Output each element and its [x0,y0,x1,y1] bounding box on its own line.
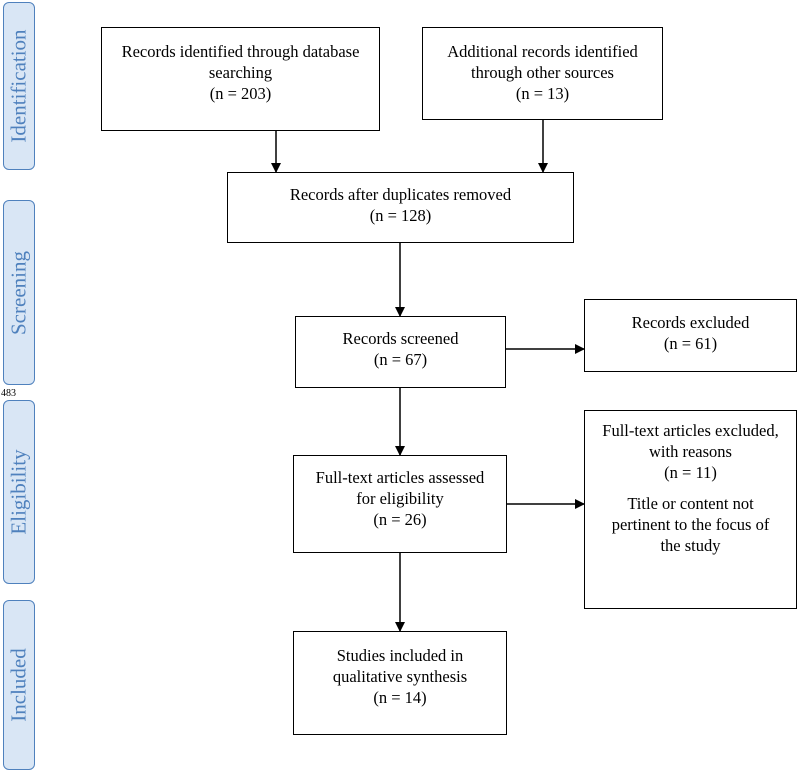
box-line: (n = 61) [663,333,718,353]
box-line: with reasons [649,441,732,461]
box-line: (n = 13) [515,83,570,103]
box-line: Full-text articles assessed [315,468,485,487]
box-line: (n = 67) [373,349,428,369]
box-line: (n = 26) [373,509,427,529]
box-records-excluded: Records excluded (n = 61) [584,299,797,372]
box-records-screened: Records screened (n = 67) [295,316,506,388]
box-line: Records excluded [631,313,750,332]
box-line: (n = 11) [664,462,717,482]
phase-identification-label: Identification [6,29,31,143]
box-studies-included: Studies included in qualitative synthesi… [293,631,507,735]
box-line: (n = 14) [373,687,427,707]
box-line: Additional records identified [447,42,638,61]
box-line-reason: Title or content not [627,493,754,513]
phase-eligibility: Eligibility [3,400,35,584]
box-database-records: Records identified through database sear… [101,27,380,131]
box-line: searching [208,62,273,82]
phase-screening: Screening [3,200,35,385]
phase-screening-label: Screening [6,250,31,335]
box-line: Records identified through database [121,42,360,61]
box-duplicates-removed: Records after duplicates removed (n = 12… [227,172,574,243]
box-line: qualitative synthesis [332,666,468,686]
phase-included: Included [3,600,35,770]
box-line: Studies included in [336,646,464,665]
box-line-reason: the study [660,535,721,555]
phase-included-label: Included [6,648,31,722]
box-line: through other sources [471,62,614,82]
phase-eligibility-label: Eligibility [6,449,31,535]
box-line: (n = 203) [209,83,272,103]
box-fulltext-excluded: Full-text articles excluded, with reason… [584,410,797,609]
box-other-sources: Additional records identified through ot… [422,27,663,120]
phase-identification: Identification [3,2,35,170]
box-line-reason: pertinent to the focus of [611,514,770,534]
box-line: Records screened [342,329,459,348]
box-line: for eligibility [356,488,444,508]
box-line: (n = 128) [369,205,432,225]
stray-line-number: 483 [1,388,16,399]
box-line: Records after duplicates removed [289,185,512,204]
box-fulltext-assessed: Full-text articles assessed for eligibil… [293,455,507,553]
box-line: Full-text articles excluded, [602,421,779,440]
